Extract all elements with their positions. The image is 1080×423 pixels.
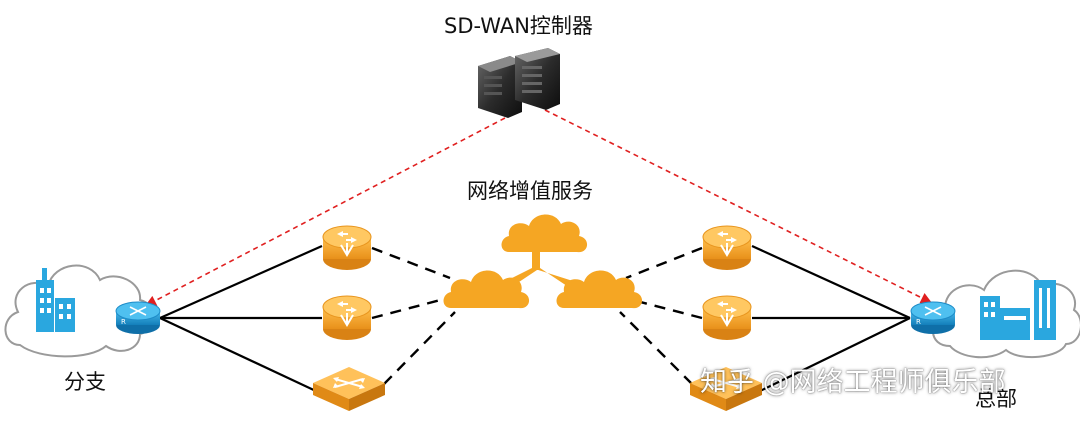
- hq-pop-router-2: [702, 295, 752, 341]
- service-cloud-top: [501, 214, 588, 253]
- watermark: 知乎 @网络工程师俱乐部: [700, 367, 1006, 398]
- building-icon: [980, 280, 1056, 340]
- hq-router: [910, 301, 956, 335]
- branch-pop-router-1: [322, 225, 372, 271]
- branch-underlay-links: [159, 244, 323, 393]
- branch-label: 分支: [64, 370, 106, 394]
- hq-label: 总部: [975, 387, 1017, 411]
- value-added-services-label: 网络增值服务: [467, 179, 593, 203]
- hq-site-cloud: [932, 269, 1080, 359]
- branch-router: [115, 301, 161, 335]
- controller-branch-link: [145, 117, 506, 307]
- controller-label: SD-WAN控制器: [444, 14, 593, 38]
- building-icon: [36, 268, 75, 332]
- branch-pop-router-2: [322, 295, 372, 341]
- hq-pop-router-1: [702, 225, 752, 271]
- server-icon: [478, 48, 560, 118]
- branch-site-cloud: [4, 264, 155, 358]
- branch-pop-switch: [312, 366, 386, 412]
- hq-underlay-links: [751, 244, 911, 393]
